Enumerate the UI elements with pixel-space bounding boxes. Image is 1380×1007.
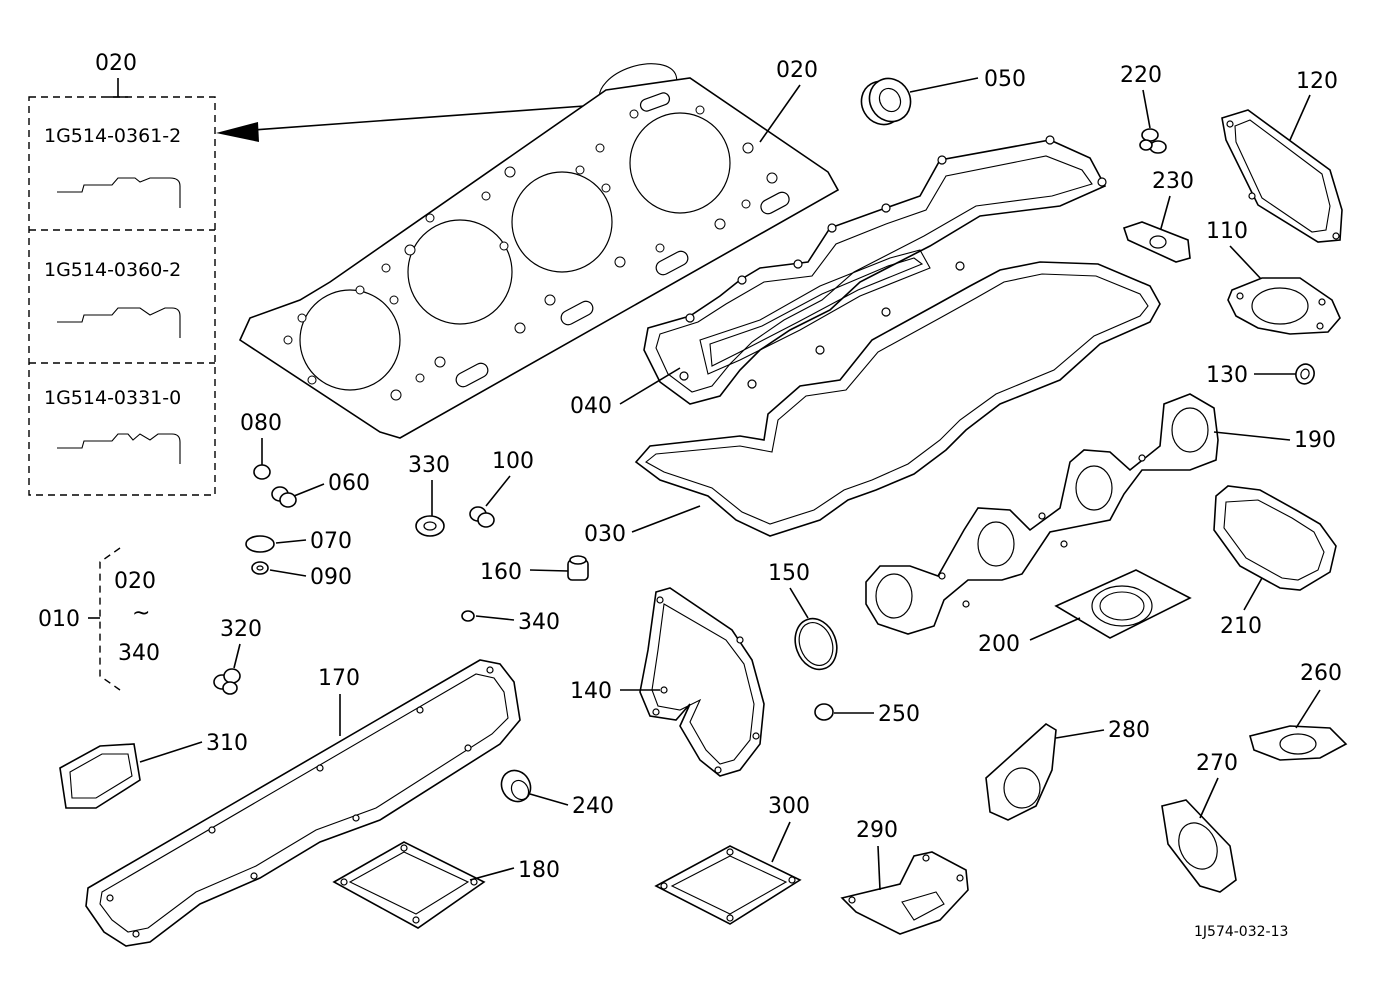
gasket-280: 280 <box>985 718 1150 821</box>
o-ring-070: 070 <box>245 529 352 554</box>
oil-seal-050: 050 <box>860 67 1026 126</box>
label-320: 320 <box>220 617 262 642</box>
label-010-to: 340 <box>118 641 160 666</box>
washer-320: 320 <box>213 617 262 695</box>
oil-seal-240: 240 <box>500 769 614 819</box>
o-ring-250: 250 <box>814 702 920 727</box>
figure-code: 1J574-032-13 <box>1194 924 1288 940</box>
gasket-180: 180 <box>332 841 560 929</box>
variant-part-number-3: 1G514-0331-0 <box>44 387 181 409</box>
label-030: 030 <box>584 522 626 547</box>
cover-gasket-120: 120 <box>1221 69 1343 243</box>
profile-sketch-3 <box>57 433 181 464</box>
gasket-310: 310 <box>59 731 248 809</box>
manifold-gasket-190: 190 <box>865 393 1336 635</box>
label-050: 050 <box>984 67 1026 92</box>
label-170: 170 <box>318 666 360 691</box>
gasket-260: 260 <box>1249 661 1348 761</box>
washer-060: 060 <box>271 471 370 508</box>
label-140: 140 <box>570 679 612 704</box>
profile-sketch-1 <box>57 177 181 208</box>
variant-part-number-2: 1G514-0360-2 <box>44 259 181 281</box>
label-290: 290 <box>856 818 898 843</box>
label-010: 010 <box>38 607 80 632</box>
label-090: 090 <box>310 565 352 590</box>
label-110: 110 <box>1206 219 1248 244</box>
label-070: 070 <box>310 529 352 554</box>
manifold-gasket-170: 170 <box>85 659 521 947</box>
label-260: 260 <box>1300 661 1342 686</box>
gasket-290: 290 <box>840 818 969 935</box>
gasket-200: 200 <box>978 569 1192 657</box>
nut-340: 340 <box>461 610 560 635</box>
label-280: 280 <box>1108 718 1150 743</box>
label-310: 310 <box>206 731 248 756</box>
gasket-110: 110 <box>1206 219 1341 335</box>
label-270: 270 <box>1196 751 1238 776</box>
washer-130: 130 <box>1206 363 1315 388</box>
label-080: 080 <box>240 411 282 436</box>
rocker-cover-gasket-040: 040 <box>570 135 1107 419</box>
label-340: 340 <box>518 610 560 635</box>
gasket-210: 210 <box>1213 485 1337 639</box>
label-250: 250 <box>878 702 920 727</box>
washer-090: 090 <box>251 561 352 590</box>
label-180: 180 <box>518 858 560 883</box>
label-190: 190 <box>1294 428 1336 453</box>
label-010-tilde: ~ <box>132 601 150 626</box>
variant-part-number-1: 1G514-0361-2 <box>44 125 181 147</box>
label-160: 160 <box>480 560 522 585</box>
leader-arrow <box>224 104 599 133</box>
head-gasket-variant-box: 020 1G514-0361-2 1G514-0360-2 1G514-0331… <box>28 51 678 496</box>
label-120: 120 <box>1296 69 1338 94</box>
oil-pan-gasket-030: 030 <box>584 261 1161 547</box>
o-ring-150: 150 <box>768 561 838 671</box>
o-ring-080: 080 <box>240 411 282 480</box>
gasket-270: 270 <box>1161 751 1238 893</box>
label-230: 230 <box>1152 169 1194 194</box>
label-060: 060 <box>328 471 370 496</box>
label-040: 040 <box>570 394 612 419</box>
gasket-230: 230 <box>1122 169 1194 263</box>
profile-sketch-2 <box>57 307 181 338</box>
label-130: 130 <box>1206 363 1248 388</box>
arrow-head-icon <box>216 122 259 142</box>
valve-seal-160: 160 <box>480 555 589 585</box>
label-220: 220 <box>1120 63 1162 88</box>
label-210: 210 <box>1220 614 1262 639</box>
label-020-box: 020 <box>95 51 137 76</box>
label-240: 240 <box>572 794 614 819</box>
label-020: 020 <box>776 58 818 83</box>
cylinder-head-gasket: 020 <box>238 58 840 439</box>
label-200: 200 <box>978 632 1020 657</box>
label-330: 330 <box>408 453 450 478</box>
washer-330: 330 <box>408 453 450 537</box>
gasket-140: 140 <box>570 587 765 777</box>
label-010-from: 020 <box>114 569 156 594</box>
label-100: 100 <box>492 449 534 474</box>
set-010: 010 020 ~ 340 <box>38 547 160 691</box>
gasket-300: 300 <box>654 794 810 925</box>
label-150: 150 <box>768 561 810 586</box>
washer-220: 220 <box>1120 63 1167 154</box>
washer-100: 100 <box>469 449 534 528</box>
label-300: 300 <box>768 794 810 819</box>
